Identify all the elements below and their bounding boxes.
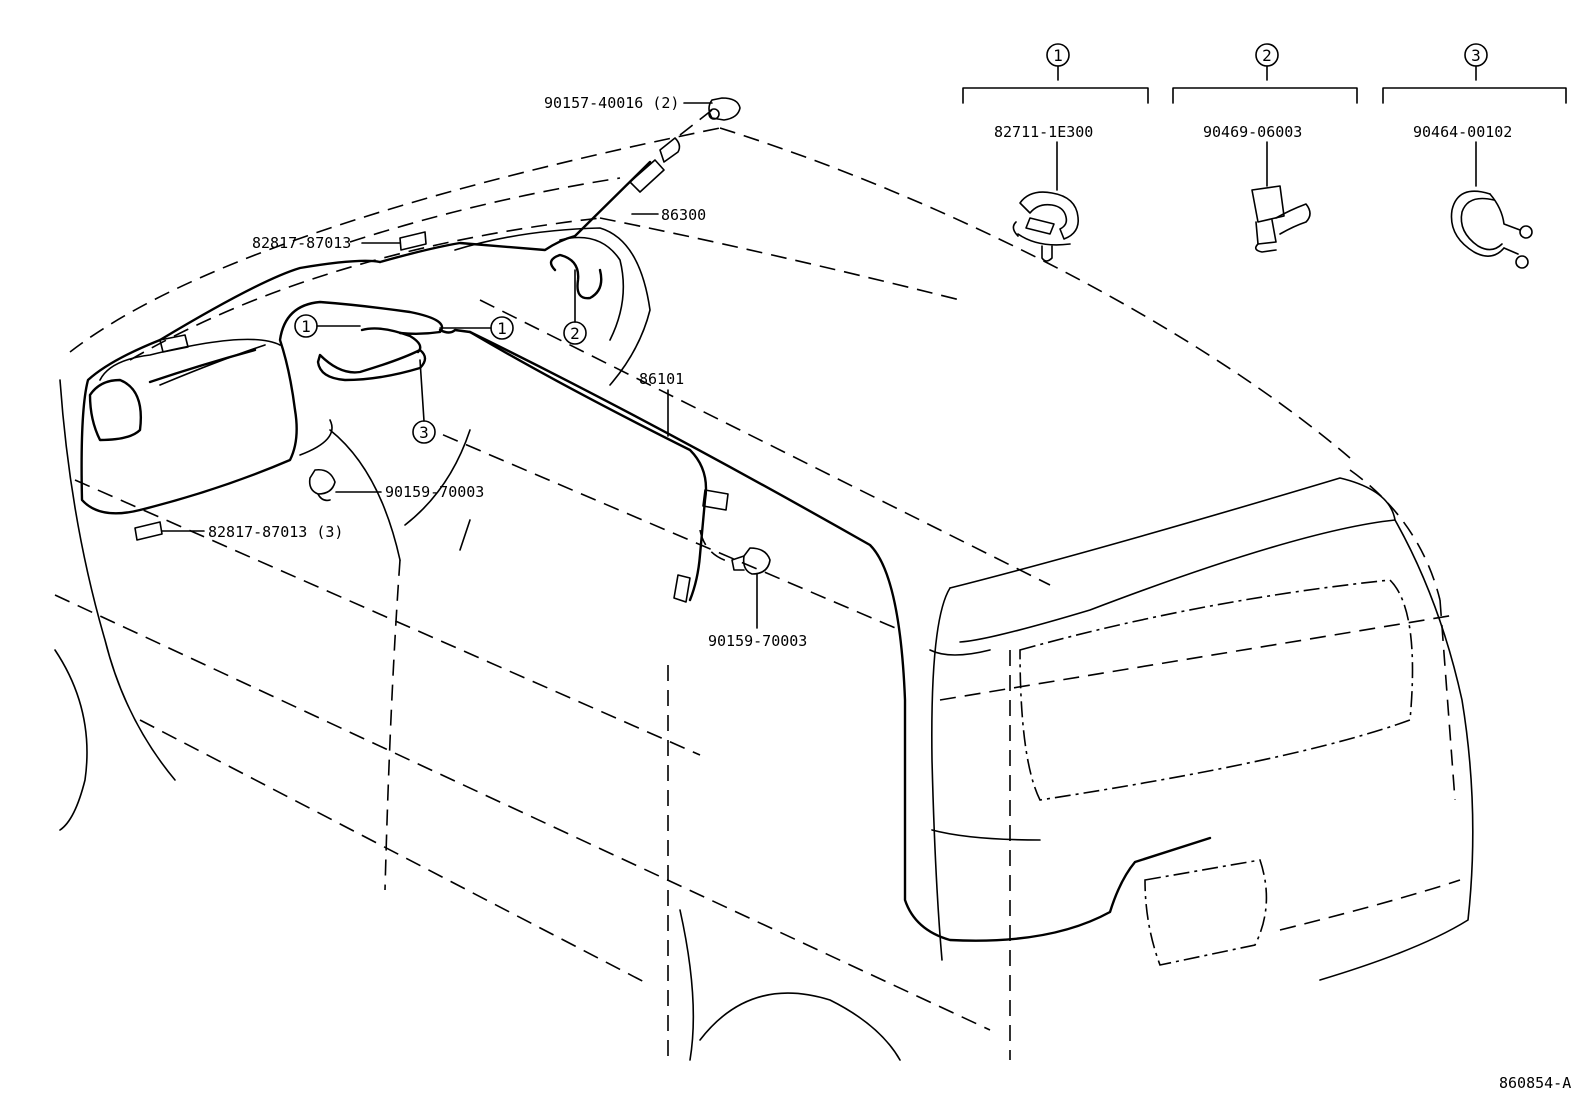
legend-part-3: 90464-00102	[1413, 123, 1512, 141]
legend-callout-1-number: 1	[1053, 46, 1063, 65]
pad-icon	[134, 231, 427, 541]
svg-text:2: 2	[570, 324, 580, 343]
legend-part-2: 90469-06003	[1203, 123, 1302, 141]
rear-window	[1019, 579, 1414, 966]
clip-right-icon	[699, 529, 771, 575]
antenna-mast	[629, 109, 713, 193]
label-antenna: 86300	[631, 206, 706, 224]
clip-icon	[1251, 185, 1311, 253]
legend-item-3: 3 90464-00102	[1382, 43, 1567, 269]
label-clip-right: 90159-70003	[708, 573, 807, 650]
svg-text:90159-70003: 90159-70003	[708, 632, 807, 650]
legend-part-1: 82711-1E300	[994, 123, 1093, 141]
callout-3: 3	[412, 359, 436, 444]
cord-connector-icon	[673, 489, 729, 603]
legend-item-2: 2 90469-06003	[1172, 43, 1358, 253]
diagram-id: 860854-A	[1499, 1074, 1571, 1092]
clamp-icon	[1012, 191, 1080, 262]
svg-text:82817-87013 (3): 82817-87013 (3)	[208, 523, 343, 541]
antenna-cord	[80, 160, 1212, 942]
antenna-nut-icon	[708, 97, 741, 121]
legend-item-1: 1 82711-1E300	[962, 43, 1149, 262]
vehicle-body-outline	[54, 127, 1461, 1060]
svg-text:3: 3	[419, 423, 429, 442]
svg-text:90159-70003: 90159-70003	[385, 483, 484, 501]
label-pad-upper: 82817-87013	[252, 234, 401, 252]
svg-text:82817-87013: 82817-87013	[252, 234, 351, 252]
legend-callout-3-number: 3	[1471, 46, 1481, 65]
svg-text:86300: 86300	[661, 206, 706, 224]
label-pad-lower: 82817-87013 (3)	[161, 523, 343, 541]
band-clamp-icon	[1450, 190, 1533, 269]
label-nut-top: 90157-40016 (2)	[544, 94, 713, 112]
svg-text:90157-40016 (2): 90157-40016 (2)	[544, 94, 679, 112]
label-cord: 86101	[639, 370, 684, 437]
clip-left-icon	[308, 468, 336, 502]
legend-callout-2-number: 2	[1262, 46, 1272, 65]
svg-text:86101: 86101	[639, 370, 684, 388]
callout-1-left: 1	[294, 314, 361, 338]
legend: 1 82711-1E300 2 90469-06003	[962, 43, 1567, 269]
callout-1-right: 1	[439, 316, 514, 340]
windshield-area	[99, 227, 651, 561]
label-clip-left: 90159-70003	[335, 483, 484, 501]
svg-text:1: 1	[497, 319, 507, 338]
vehicle-body-solid	[54, 379, 1474, 1061]
svg-text:1: 1	[301, 317, 311, 336]
callout-2: 2	[563, 269, 587, 345]
